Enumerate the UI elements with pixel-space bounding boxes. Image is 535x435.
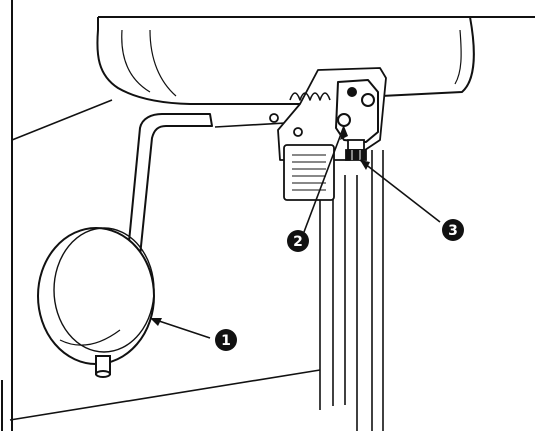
- callout-2-badge: [287, 230, 309, 252]
- knee-lifter-rod: [127, 113, 213, 257]
- stand-leg: [9, 150, 384, 431]
- callout-3: 3: [442, 219, 464, 241]
- mounting-plate: [335, 79, 379, 143]
- callout-3-label: 3: [448, 223, 458, 239]
- callout-1-badge: [215, 329, 237, 351]
- callout-1: 1: [215, 329, 237, 351]
- knee-pad: [37, 227, 155, 378]
- callout-2-label: 2: [293, 234, 303, 250]
- adjusting-bolt: [345, 139, 367, 161]
- callout-3-badge: [442, 219, 464, 241]
- callout-1-label: 1: [221, 333, 231, 349]
- leader-lines: [149, 125, 441, 339]
- callout-2: 2: [287, 230, 309, 252]
- machine-body: [96, 16, 475, 105]
